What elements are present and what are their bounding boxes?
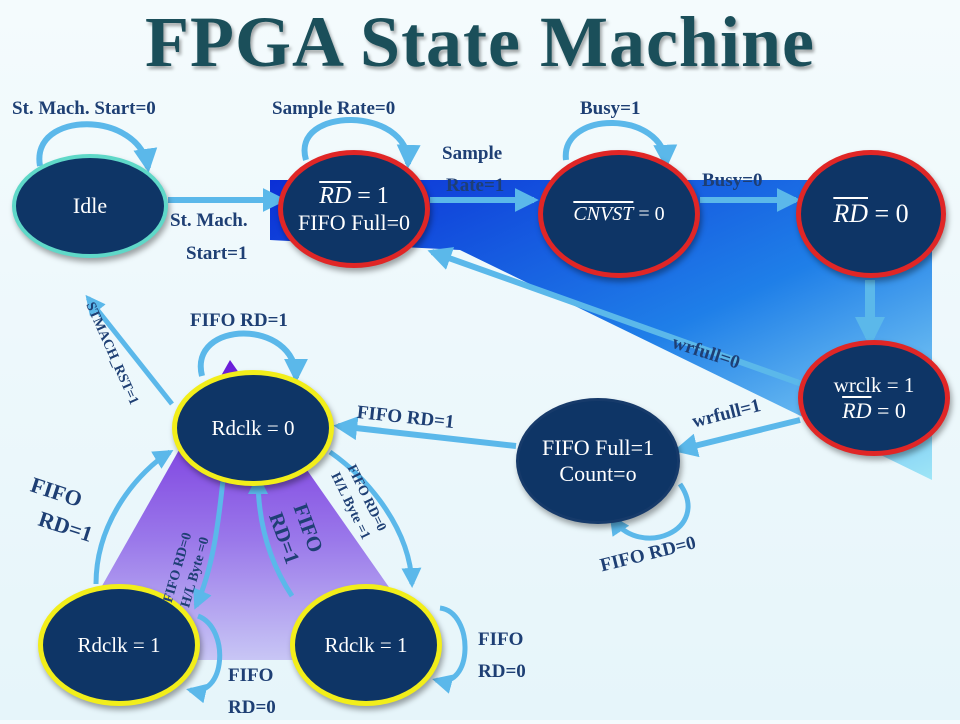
state-rd1-expr: RD = 1	[319, 183, 389, 210]
loop-idle	[36, 121, 158, 173]
state-wrclk-label: wrclk = 1	[833, 372, 915, 397]
state-rdclk1-right: Rdclk = 1	[290, 584, 442, 706]
state-rdclk1-left-label: Rdclk = 1	[77, 632, 161, 657]
state-idle-label: Idle	[72, 193, 108, 218]
state-fifo-full-0-label: FIFO Full=0	[297, 209, 411, 235]
state-wrclk-expr: RD = 0	[842, 398, 906, 424]
arrow-wrfull0	[427, 247, 804, 387]
label-busy-0: Busy=0	[702, 170, 763, 191]
label-sample-rate-0: Sample Rate=0	[272, 98, 396, 119]
state-rdclk0-label: Rdclk = 0	[211, 415, 295, 440]
arrow-wrfull1	[673, 417, 801, 458]
state-fifo-full-0: RD = 1 FIFO Full=0	[278, 150, 430, 268]
label-fifo-rd0-right-b: RD=0	[478, 661, 526, 682]
purple-region	[60, 360, 440, 660]
label-busy-1: Busy=1	[580, 98, 641, 119]
blue-region	[270, 180, 932, 480]
state-rdclk0: Rdclk = 0	[172, 370, 334, 486]
state-fifo-full-1-label: FIFO Full=1	[541, 435, 655, 460]
label-fifo-rd0-bottom: FIFO RD=0	[228, 660, 276, 724]
label-fifo-rd-1-top: FIFO RD=1	[190, 310, 288, 331]
state-rdclk1-right-label: Rdclk = 1	[324, 632, 408, 657]
label-fifo-rd0-right-a: FIFO	[478, 629, 524, 650]
state-rd0: RD = 0	[796, 150, 946, 278]
label-fifo-rd0-bottom-a: FIFO	[228, 665, 274, 686]
state-count-label: Count=o	[559, 461, 637, 486]
state-wrclk: wrclk = 1 RD = 0	[798, 340, 950, 456]
arrow-fifofull-to-rdclk0	[333, 416, 517, 449]
arrow-rdclk0-to-rdclk1r	[328, 449, 422, 588]
loop-rdclk1-right	[432, 605, 468, 694]
cnvst-symbol: CNVST	[573, 202, 634, 225]
rd0-eq: = 0	[868, 199, 909, 228]
loop-fifofull	[609, 482, 691, 541]
rd0-symbol: RD	[833, 199, 868, 228]
label-start-1: Start=1	[186, 243, 248, 264]
label-st-mach-start-0: St. Mach. Start=0	[12, 98, 156, 119]
state-idle: Idle	[12, 154, 168, 258]
wrclk-rd-eq: = 0	[871, 397, 906, 423]
arrow-rdclk1l-to-rdclk0	[93, 449, 174, 585]
page-title: FPGA State Machine	[145, 2, 815, 82]
label-fifo-rd0-right: FIFO RD=0	[478, 624, 526, 688]
loop-rdclk1-left	[186, 613, 223, 704]
rd-eq: = 1	[351, 182, 389, 209]
state-fifo-full-1: FIFO Full=1 Count=o	[516, 398, 680, 524]
arrow-rdclk0-to-rdclk1l	[193, 469, 227, 610]
state-rd0-expr: RD = 0	[833, 199, 908, 229]
arrow-rdclk1r-to-rdclk0	[248, 474, 295, 598]
label-rate-1: Rate=1	[446, 175, 505, 196]
loop-rdclk0	[197, 330, 308, 383]
arrow-rst-to-idle	[85, 294, 174, 406]
state-cnvst-expr: CNVST = 0	[573, 203, 664, 226]
label-st-mach: St. Mach.	[170, 210, 248, 231]
cnvst-eq: = 0	[633, 202, 665, 225]
state-cnvst: CNVST = 0	[538, 150, 700, 278]
wrclk-rd-symbol: RD	[842, 397, 872, 423]
state-rdclk1-left: Rdclk = 1	[38, 584, 200, 706]
rd-symbol: RD	[319, 182, 352, 209]
loop-fifo	[301, 117, 421, 169]
label-sample: Sample	[442, 143, 503, 164]
loop-cnvst	[562, 120, 678, 169]
label-fifo-rd0-bottom-b: RD=0	[228, 697, 276, 718]
